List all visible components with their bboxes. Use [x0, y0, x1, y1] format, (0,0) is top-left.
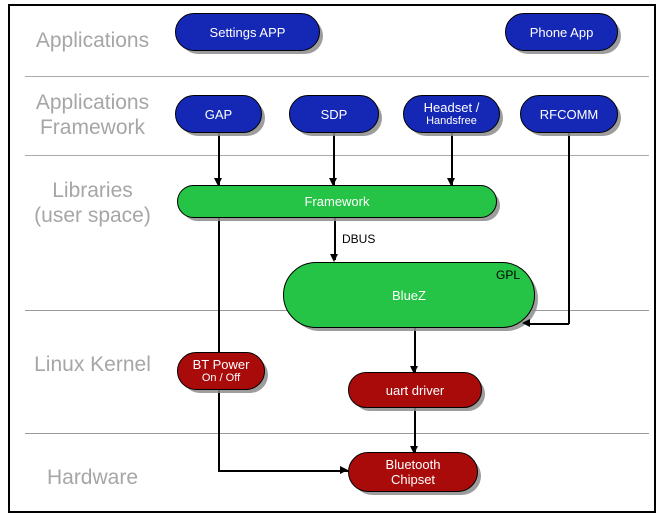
- edge-framework-to-bluez-vertical: [334, 218, 336, 260]
- layer-label-hardware: Hardware: [46, 466, 139, 489]
- node-sdp-label: SDP: [320, 106, 348, 122]
- layer-label-applications: Applications: [35, 29, 150, 52]
- layer-divider-linux-kernel: [25, 433, 649, 434]
- node-gap[interactable]: GAP: [175, 95, 262, 133]
- edge-sdp-to-framework-vertical: [333, 133, 335, 185]
- edge-sdp-to-framework-arrowhead: [329, 178, 337, 186]
- layer-divider-applications: [25, 76, 649, 77]
- node-gap-label: GAP: [204, 106, 233, 122]
- edge-rfcomm-to-bluez-vertical: [568, 133, 570, 324]
- edge-uart-to-chipset-vertical: [414, 408, 416, 454]
- layer-label-linux-kernel: Linux Kernel: [34, 353, 151, 376]
- node-headset-handsfree[interactable]: Headset / Handsfree: [403, 95, 500, 133]
- node-rfcomm-label: RFCOMM: [539, 106, 599, 122]
- diagram-frame: [8, 4, 656, 513]
- node-settings-app-label: Settings APP: [209, 24, 286, 40]
- edge-bluez-to-uart-arrowhead: [410, 366, 418, 374]
- node-bt-power[interactable]: BT Power On / Off: [177, 352, 265, 390]
- edge-gap-to-chipset-vertical: [218, 133, 220, 471]
- edge-uart-to-chipset-arrowhead: [410, 446, 418, 454]
- node-headset-handsfree-sublabel: Handsfree: [426, 115, 477, 127]
- node-rfcomm[interactable]: RFCOMM: [520, 95, 618, 133]
- node-headset-handsfree-label: Headset /: [423, 100, 480, 115]
- edge-label-dbus: DBUS: [342, 232, 376, 246]
- node-sdp[interactable]: SDP: [289, 95, 379, 133]
- node-phone-app[interactable]: Phone App: [505, 13, 618, 51]
- node-bluez-license-tag: GPL: [495, 268, 520, 282]
- node-bluez[interactable]: GPL BlueZ: [283, 262, 535, 328]
- edge-gap-to-framework-arrowhead: [213, 178, 222, 186]
- edge-bluez-to-uart-vertical: [414, 328, 416, 374]
- node-phone-app-label: Phone App: [529, 24, 594, 40]
- node-framework-label: Framework: [304, 194, 370, 209]
- edge-framework-to-bluez-arrowhead: [330, 254, 338, 262]
- layer-label-applications-framework: Applications Framework: [35, 91, 150, 139]
- node-bt-power-sublabel: On / Off: [201, 372, 241, 384]
- node-settings-app[interactable]: Settings APP: [175, 13, 320, 51]
- node-bt-power-label: BT Power: [192, 357, 250, 372]
- layer-label-libraries: Libraries (user space): [34, 179, 151, 227]
- node-bluetooth-chipset-label: Bluetooth: [385, 457, 441, 472]
- node-bluez-label: BlueZ: [392, 287, 426, 303]
- edge-gap-to-chipset-horizontal: [218, 470, 350, 472]
- edge-headset-to-framework-arrowhead: [447, 178, 455, 186]
- node-uart-driver-label: uart driver: [385, 382, 445, 398]
- node-uart-driver[interactable]: uart driver: [348, 372, 482, 408]
- node-bluetooth-chipset[interactable]: Bluetooth Chipset: [348, 452, 478, 492]
- edge-headset-to-framework-vertical: [451, 133, 453, 185]
- node-bluetooth-chipset-sublabel: Chipset: [390, 472, 436, 487]
- edge-rfcomm-to-bluez-horizontal: [528, 323, 569, 325]
- edge-rfcomm-to-bluez-arrowhead: [522, 319, 530, 327]
- layer-divider-applications-framework: [25, 155, 649, 156]
- node-framework[interactable]: Framework: [177, 185, 497, 218]
- edge-gap-to-chipset-arrowhead: [340, 466, 348, 474]
